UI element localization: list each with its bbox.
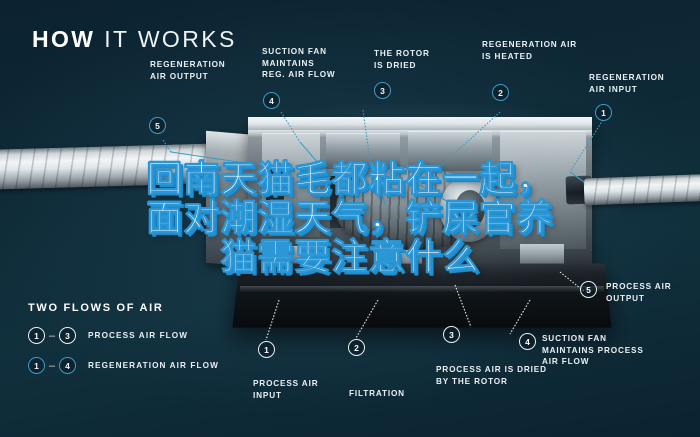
machine-top-rail [248, 117, 592, 130]
callout-number-1-regeneration[interactable]: 1 [595, 104, 612, 121]
callout-number-3-regeneration[interactable]: 3 [374, 82, 391, 99]
legend-row-regeneration-air-flow: 1 – 4 REGENERATION AIR FLOW [28, 357, 219, 374]
legend-number-to-4: 4 [59, 357, 76, 374]
rotor-hub-center [455, 190, 485, 228]
callout-number-1-process[interactable]: 1 [258, 341, 275, 358]
machine-base [232, 263, 612, 328]
callout-number-5-process[interactable]: 5 [580, 281, 597, 298]
page-title-light: IT WORKS [95, 26, 237, 52]
legend-label-regeneration-air-flow: REGENERATION AIR FLOW [88, 361, 219, 370]
callout-number-2-process[interactable]: 2 [348, 339, 365, 356]
machine-vent-1 [266, 166, 284, 200]
callout-label-process-air-output: PROCESS AIR OUTPUT [606, 282, 672, 303]
callout-number-2-regeneration[interactable]: 2 [492, 84, 509, 101]
page-title: HOW IT WORKS [32, 26, 237, 53]
machine-base-lip [240, 286, 604, 293]
callout-label-process-air-input: PROCESS AIR INPUT [253, 379, 319, 400]
legend-number-to-3: 3 [59, 327, 76, 344]
callout-label-regeneration-air-output: REGENERATION AIR OUTPUT [150, 60, 226, 81]
legend-dash-1: – [48, 329, 56, 342]
callout-label-rotor-is-dried: THE ROTOR IS DRIED [374, 49, 430, 70]
callout-number-3-process[interactable]: 3 [443, 326, 460, 343]
legend-number-from-1: 1 [28, 327, 45, 344]
callout-label-regeneration-air-heated: REGENERATION AIR IS HEATED [482, 40, 578, 61]
callout-label-process-air-dried: PROCESS AIR IS DRIED BY THE ROTOR [436, 365, 547, 386]
legend-number-from-1-blue: 1 [28, 357, 45, 374]
legend-label-process-air-flow: PROCESS AIR FLOW [88, 331, 189, 340]
legend-heading: TWO FLOWS OF AIR [28, 302, 164, 314]
machine-panel-3 [408, 131, 492, 171]
callout-number-4-process[interactable]: 4 [519, 333, 536, 350]
callout-number-5-regeneration[interactable]: 5 [149, 117, 166, 134]
callout-number-4-regeneration[interactable]: 4 [263, 92, 280, 109]
legend-dash-2: – [48, 359, 56, 372]
page-title-bold: HOW [32, 26, 96, 52]
machine-panel-2 [326, 133, 400, 169]
callout-label-suction-fan-process: SUCTION FAN MAINTAINS PROCESS AIR FLOW [542, 334, 644, 366]
callout-label-filtration: FILTRATION [349, 389, 405, 398]
legend: TWO FLOWS OF AIR 1 – 3 PROCESS AIR FLOW … [28, 302, 219, 387]
callout-label-suction-fan-reg: SUCTION FAN MAINTAINS REG. AIR FLOW [262, 47, 336, 79]
callout-label-regeneration-air-input: REGENERATION AIR INPUT [589, 73, 665, 94]
right-air-duct [583, 173, 700, 206]
legend-row-process-air-flow: 1 – 3 PROCESS AIR FLOW [28, 327, 219, 344]
